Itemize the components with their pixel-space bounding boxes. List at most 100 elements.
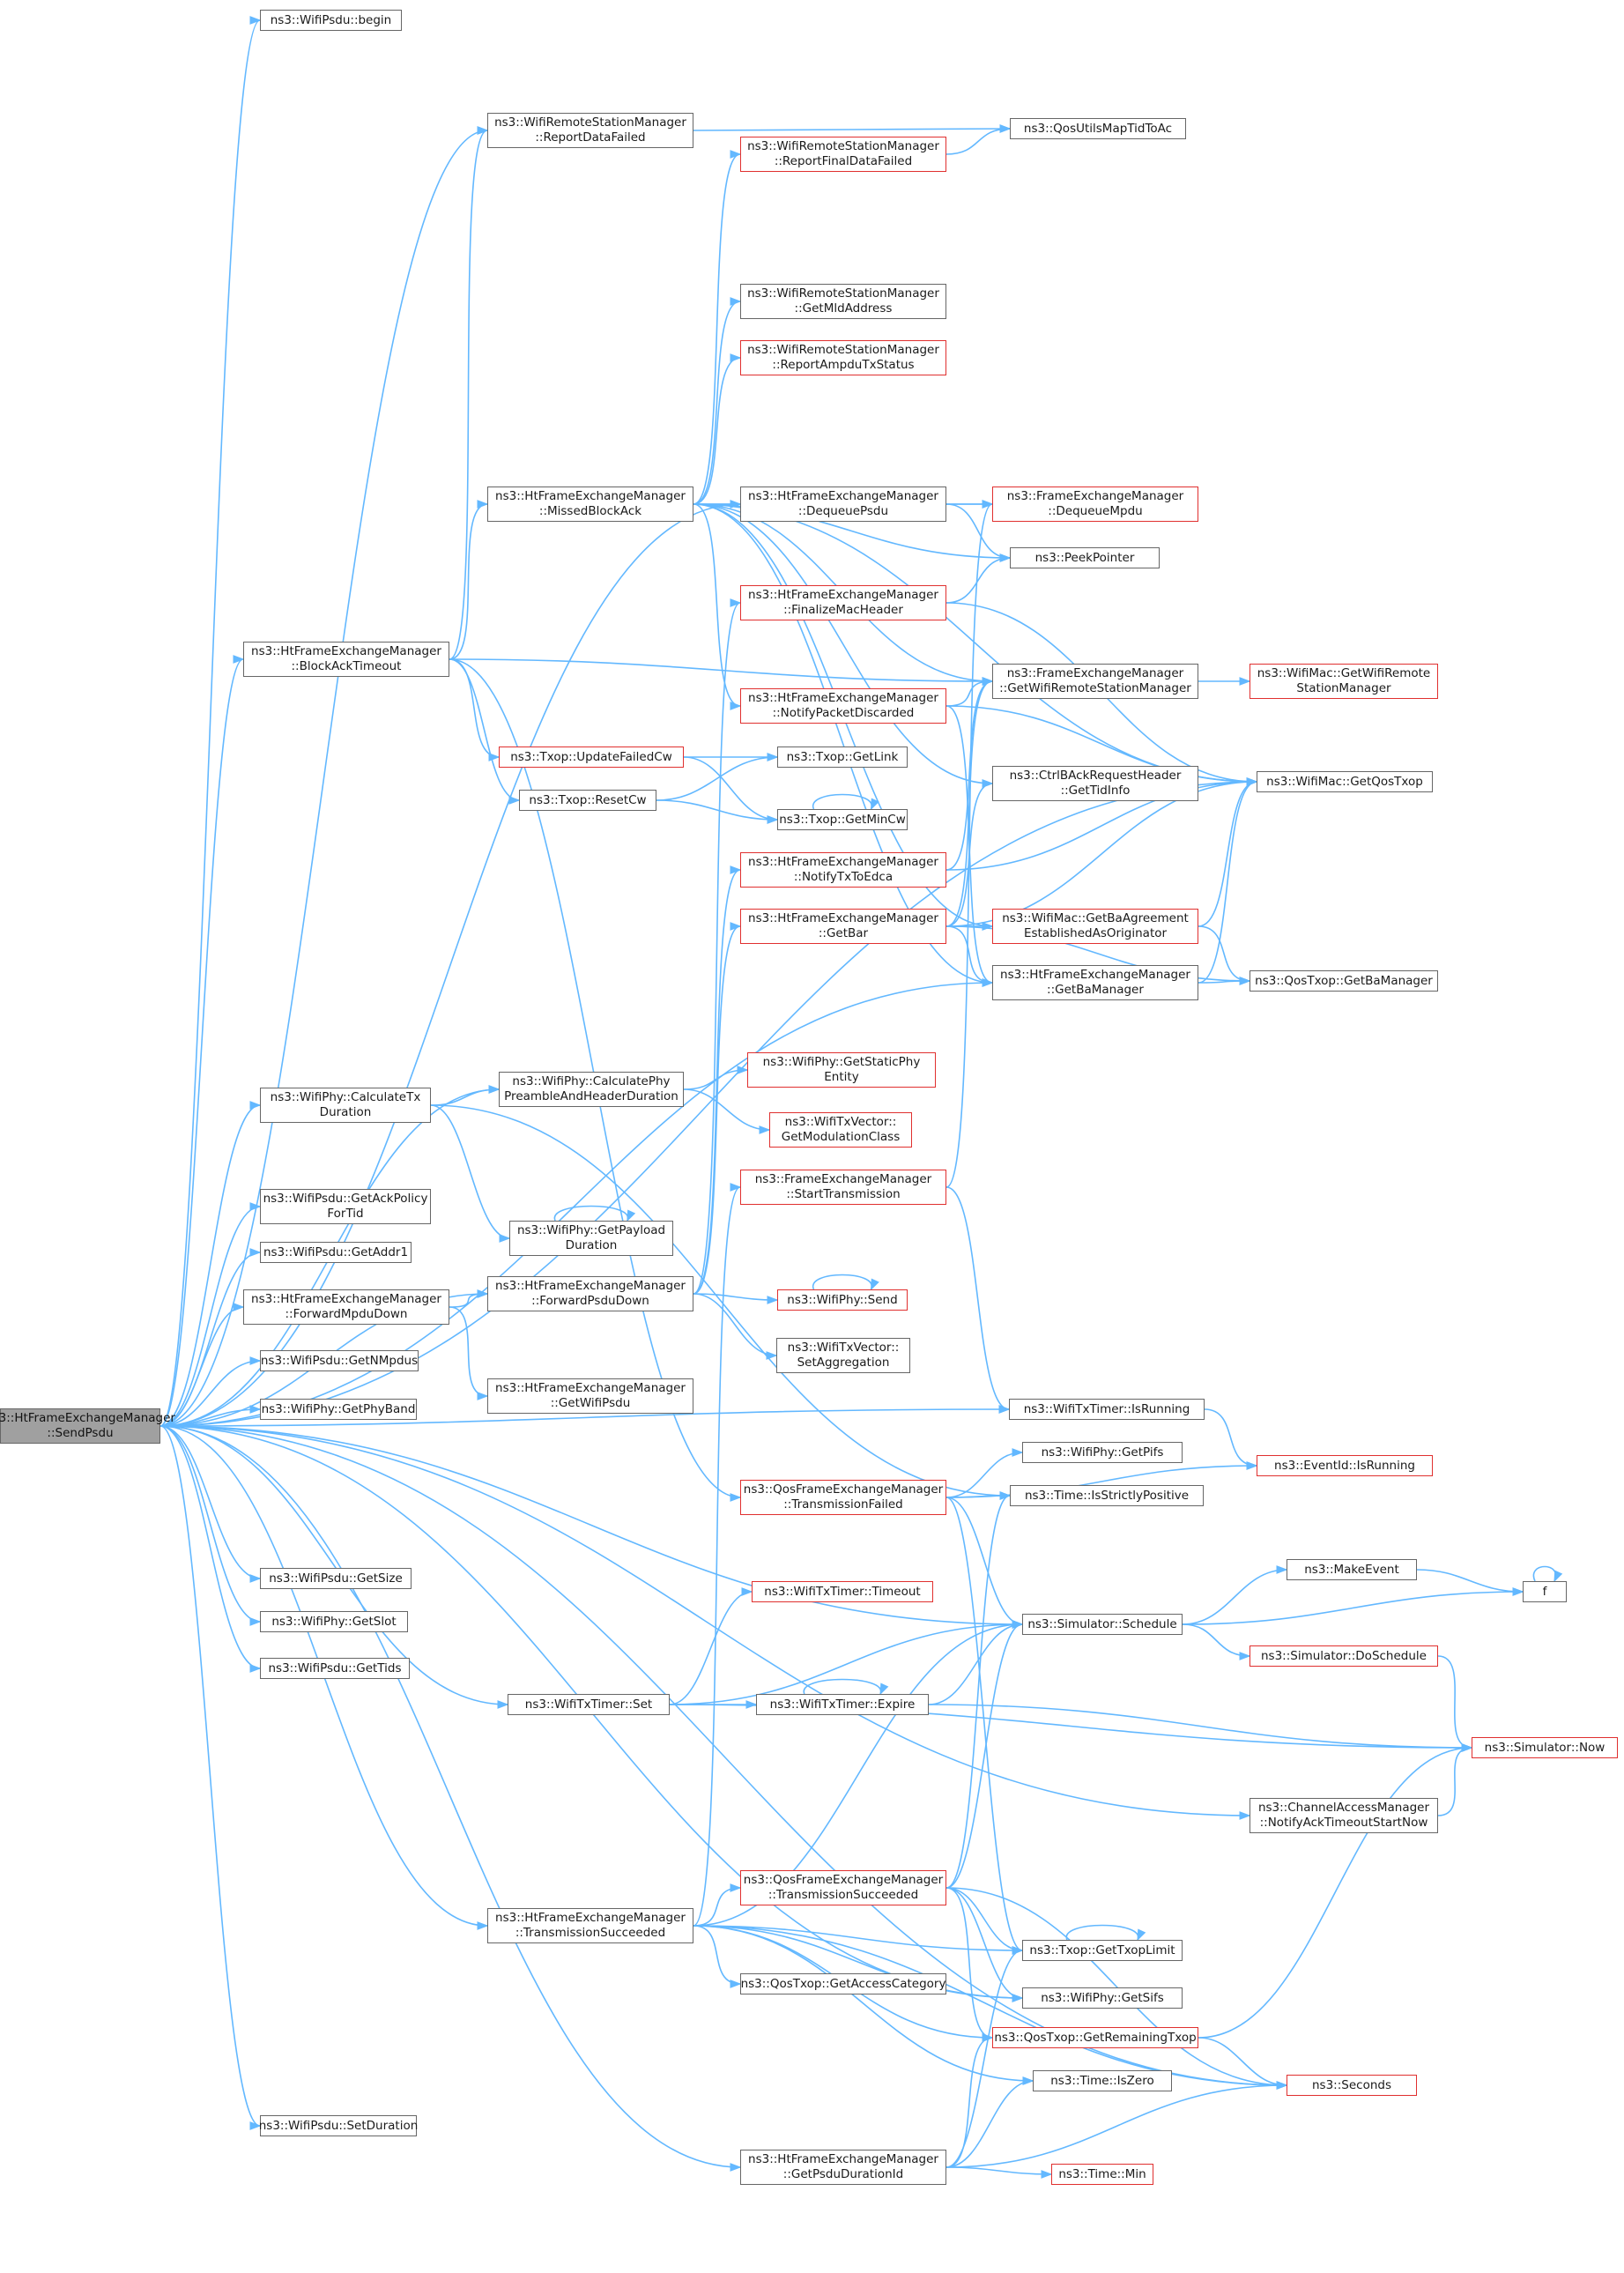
edge-ht-transmission-succeeded-to-get-access-category-arrowhead xyxy=(730,1980,742,1988)
node-timer-is-running[interactable]: ns3::WifiTxTimer::IsRunning xyxy=(1009,1399,1205,1420)
node-notify-packet-discarded[interactable]: ns3::HtFrameExchangeManager ::NotifyPack… xyxy=(740,688,946,724)
node-report-final-data-failed[interactable]: ns3::WifiRemoteStationManager ::ReportFi… xyxy=(740,137,946,172)
node-f[interactable]: f xyxy=(1523,1581,1567,1602)
edge-fem-get-wifi-rsm-to-mac-get-wifi-rsm-arrowhead xyxy=(1239,677,1251,686)
edge-root-to-get-addr1 xyxy=(159,1252,261,1427)
edge-schedule-to-do-schedule-arrowhead xyxy=(1239,1652,1251,1660)
edge-update-failed-cw-to-get-min-cw xyxy=(683,756,778,821)
node-update-failed-cw[interactable]: ns3::Txop::UpdateFailedCw xyxy=(499,747,684,768)
node-get-psdu-duration-id[interactable]: ns3::HtFrameExchangeManager ::GetPsduDur… xyxy=(740,2150,946,2185)
node-ht-transmission-succeeded[interactable]: ns3::HtFrameExchangeManager ::Transmissi… xyxy=(487,1908,693,1943)
node-get-ba-manager[interactable]: ns3::HtFrameExchangeManager ::GetBaManag… xyxy=(992,965,1198,1000)
node-get-sifs[interactable]: ns3::WifiPhy::GetSifs xyxy=(1022,1987,1183,2009)
edge-root-to-get-ack-policy-for-tid-arrowhead xyxy=(249,1202,262,1211)
edge-timer-expire-to-timer-expire xyxy=(803,1678,882,1695)
edge-qos-transmission-succeeded-to-is-strictly-positive xyxy=(945,1495,1011,1889)
node-timer-timeout[interactable]: ns3::WifiTxTimer::Timeout xyxy=(752,1581,933,1602)
edge-missed-block-ack-to-notify-packet-discarded xyxy=(693,503,741,707)
edge-block-ack-timeout-to-transmission-failed-arrowhead xyxy=(730,1493,742,1502)
node-get-ack-policy-for-tid[interactable]: ns3::WifiPsdu::GetAckPolicy ForTid xyxy=(260,1189,431,1224)
node-get-wifi-psdu[interactable]: ns3::HtFrameExchangeManager ::GetWifiPsd… xyxy=(487,1378,693,1414)
edge-root-to-get-tids-arrowhead xyxy=(249,1664,262,1673)
node-is-strictly-positive[interactable]: ns3::Time::IsStrictlyPositive xyxy=(1010,1485,1204,1506)
node-begin[interactable]: ns3::WifiPsdu::begin xyxy=(260,10,402,31)
node-set-duration[interactable]: ns3::WifiPsdu::SetDuration xyxy=(259,2115,418,2136)
node-peek-pointer[interactable]: ns3::PeekPointer xyxy=(1010,547,1160,568)
node-notify-ack-timeout-start-now[interactable]: ns3::ChannelAccessManager ::NotifyAckTim… xyxy=(1250,1798,1438,1833)
edge-notify-tx-to-edca-to-fem-get-wifi-rsm xyxy=(945,680,993,871)
node-do-schedule[interactable]: ns3::Simulator::DoSchedule xyxy=(1250,1645,1438,1667)
node-missed-block-ack[interactable]: ns3::HtFrameExchangeManager ::MissedBloc… xyxy=(487,487,693,522)
node-get-txop-limit[interactable]: ns3::Txop::GetTxopLimit xyxy=(1022,1940,1183,1961)
node-seconds[interactable]: ns3::Seconds xyxy=(1287,2075,1417,2096)
node-forward-psdu-down[interactable]: ns3::HtFrameExchangeManager ::ForwardPsd… xyxy=(487,1276,693,1311)
node-get-static-phy-entity[interactable]: ns3::WifiPhy::GetStaticPhy Entity xyxy=(747,1052,936,1088)
node-get-size[interactable]: ns3::WifiPsdu::GetSize xyxy=(260,1568,412,1589)
edge-calc-phy-preamble-to-get-modulation-class-arrowhead xyxy=(759,1125,771,1134)
node-get-mld-address[interactable]: ns3::WifiRemoteStationManager ::GetMldAd… xyxy=(740,284,946,319)
edge-missed-block-ack-to-get-mld-address xyxy=(693,301,741,505)
node-get-remaining-txop[interactable]: ns3::QosTxop::GetRemainingTxop xyxy=(992,2027,1198,2048)
node-get-phy-band[interactable]: ns3::WifiPhy::GetPhyBand xyxy=(260,1399,417,1420)
node-get-bar[interactable]: ns3::HtFrameExchangeManager ::GetBar xyxy=(740,909,946,944)
node-get-access-category[interactable]: ns3::QosTxop::GetAccessCategory xyxy=(740,1973,946,1994)
edge-timer-set-to-schedule xyxy=(669,1623,1023,1705)
edge-forward-mpdu-down-to-get-wifi-psdu-arrowhead xyxy=(477,1392,489,1400)
node-get-addr1[interactable]: ns3::WifiPsdu::GetAddr1 xyxy=(260,1242,412,1263)
edge-block-ack-timeout-to-reset-cw-arrowhead xyxy=(508,796,521,805)
node-timer-expire[interactable]: ns3::WifiTxTimer::Expire xyxy=(756,1694,929,1715)
edge-transmission-failed-to-event-id-is-running-arrowhead xyxy=(1246,1461,1258,1470)
node-dequeue-mpdu[interactable]: ns3::FrameExchangeManager ::DequeueMpdu xyxy=(992,487,1198,522)
node-get-payload-duration[interactable]: ns3::WifiPhy::GetPayload Duration xyxy=(509,1221,673,1256)
node-get-nmpdus[interactable]: ns3::WifiPsdu::GetNMpdus xyxy=(260,1350,419,1371)
node-get-ba-agreement[interactable]: ns3::WifiMac::GetBaAgreement Established… xyxy=(992,909,1198,944)
edge-f-to-f xyxy=(1532,1565,1557,1582)
node-finalize-mac-header[interactable]: ns3::HtFrameExchangeManager ::FinalizeMa… xyxy=(740,585,946,620)
edge-root-to-get-psdu-duration-id xyxy=(159,1425,741,2168)
node-qos-utils-map-tid-to-ac[interactable]: ns3::QosUtilsMapTidToAc xyxy=(1010,118,1186,139)
node-qos-transmission-succeeded[interactable]: ns3::QosFrameExchangeManager ::Transmiss… xyxy=(740,1870,946,1905)
node-get-qos-txop[interactable]: ns3::WifiMac::GetQosTxop xyxy=(1257,771,1433,792)
edge-forward-psdu-down-to-get-bar-arrowhead xyxy=(730,922,742,931)
node-forward-mpdu-down[interactable]: ns3::HtFrameExchangeManager ::ForwardMpd… xyxy=(243,1289,449,1325)
node-schedule[interactable]: ns3::Simulator::Schedule xyxy=(1022,1614,1183,1635)
node-dequeue-psdu[interactable]: ns3::HtFrameExchangeManager ::DequeuePsd… xyxy=(740,487,946,522)
node-calc-tx-duration[interactable]: ns3::WifiPhy::CalculateTx Duration xyxy=(260,1088,431,1123)
node-now[interactable]: ns3::Simulator::Now xyxy=(1472,1737,1618,1758)
node-start-transmission[interactable]: ns3::FrameExchangeManager ::StartTransmi… xyxy=(740,1170,946,1205)
node-get-min-cw[interactable]: ns3::Txop::GetMinCw xyxy=(777,809,908,830)
node-qos-get-ba-manager[interactable]: ns3::QosTxop::GetBaManager xyxy=(1250,970,1438,992)
node-event-id-is-running[interactable]: ns3::EventId::IsRunning xyxy=(1257,1455,1433,1476)
edge-get-bar-to-ctrl-bar-get-tid-info-arrowhead xyxy=(982,779,994,788)
node-get-pifs[interactable]: ns3::WifiPhy::GetPifs xyxy=(1022,1442,1183,1463)
node-report-data-failed[interactable]: ns3::WifiRemoteStationManager ::ReportDa… xyxy=(487,113,693,148)
node-reset-cw[interactable]: ns3::Txop::ResetCw xyxy=(519,790,656,811)
edge-ht-transmission-succeeded-to-is-zero xyxy=(693,1925,1034,2082)
node-get-slot[interactable]: ns3::WifiPhy::GetSlot xyxy=(260,1611,408,1632)
node-txop-get-link[interactable]: ns3::Txop::GetLink xyxy=(777,747,908,768)
edge-timer-expire-to-schedule xyxy=(928,1623,1023,1705)
edge-notify-ack-timeout-start-now-to-now xyxy=(1437,1747,1472,1816)
edge-transmission-failed-to-event-id-is-running xyxy=(945,1465,1257,1498)
node-get-modulation-class[interactable]: ns3::WifiTxVector:: GetModulationClass xyxy=(769,1112,912,1148)
node-fem-get-wifi-rsm[interactable]: ns3::FrameExchangeManager ::GetWifiRemot… xyxy=(992,664,1198,699)
node-make-event[interactable]: ns3::MakeEvent xyxy=(1287,1559,1417,1580)
node-report-ampdu-tx-status[interactable]: ns3::WifiRemoteStationManager ::ReportAm… xyxy=(740,340,946,375)
node-calc-phy-preamble[interactable]: ns3::WifiPhy::CalculatePhy PreambleAndHe… xyxy=(499,1072,684,1107)
node-block-ack-timeout[interactable]: ns3::HtFrameExchangeManager ::BlockAckTi… xyxy=(243,642,449,677)
edge-get-bar-to-fem-get-wifi-rsm-arrowhead xyxy=(982,677,994,686)
node-ctrl-bar-get-tid-info[interactable]: ns3::CtrlBAckRequestHeader ::GetTidInfo xyxy=(992,766,1198,801)
node-root[interactable]: ns3::HtFrameExchangeManager ::SendPsdu xyxy=(0,1408,175,1444)
edge-phy-send-to-phy-send xyxy=(812,1274,872,1290)
node-set-aggregation[interactable]: ns3::WifiTxVector:: SetAggregation xyxy=(776,1338,910,1373)
node-is-zero[interactable]: ns3::Time::IsZero xyxy=(1033,2070,1172,2091)
node-notify-tx-to-edca[interactable]: ns3::HtFrameExchangeManager ::NotifyTxTo… xyxy=(740,852,946,888)
node-mac-get-wifi-rsm[interactable]: ns3::WifiMac::GetWifiRemote StationManag… xyxy=(1250,664,1438,699)
node-transmission-failed[interactable]: ns3::QosFrameExchangeManager ::Transmiss… xyxy=(740,1480,946,1515)
node-timer-set[interactable]: ns3::WifiTxTimer::Set xyxy=(508,1694,670,1715)
node-phy-send[interactable]: ns3::WifiPhy::Send xyxy=(777,1289,908,1311)
node-time-min[interactable]: ns3::Time::Min xyxy=(1051,2164,1153,2185)
edge-notify-packet-discarded-to-get-qos-txop xyxy=(945,705,1257,783)
node-get-tids[interactable]: ns3::WifiPsdu::GetTids xyxy=(260,1658,410,1679)
